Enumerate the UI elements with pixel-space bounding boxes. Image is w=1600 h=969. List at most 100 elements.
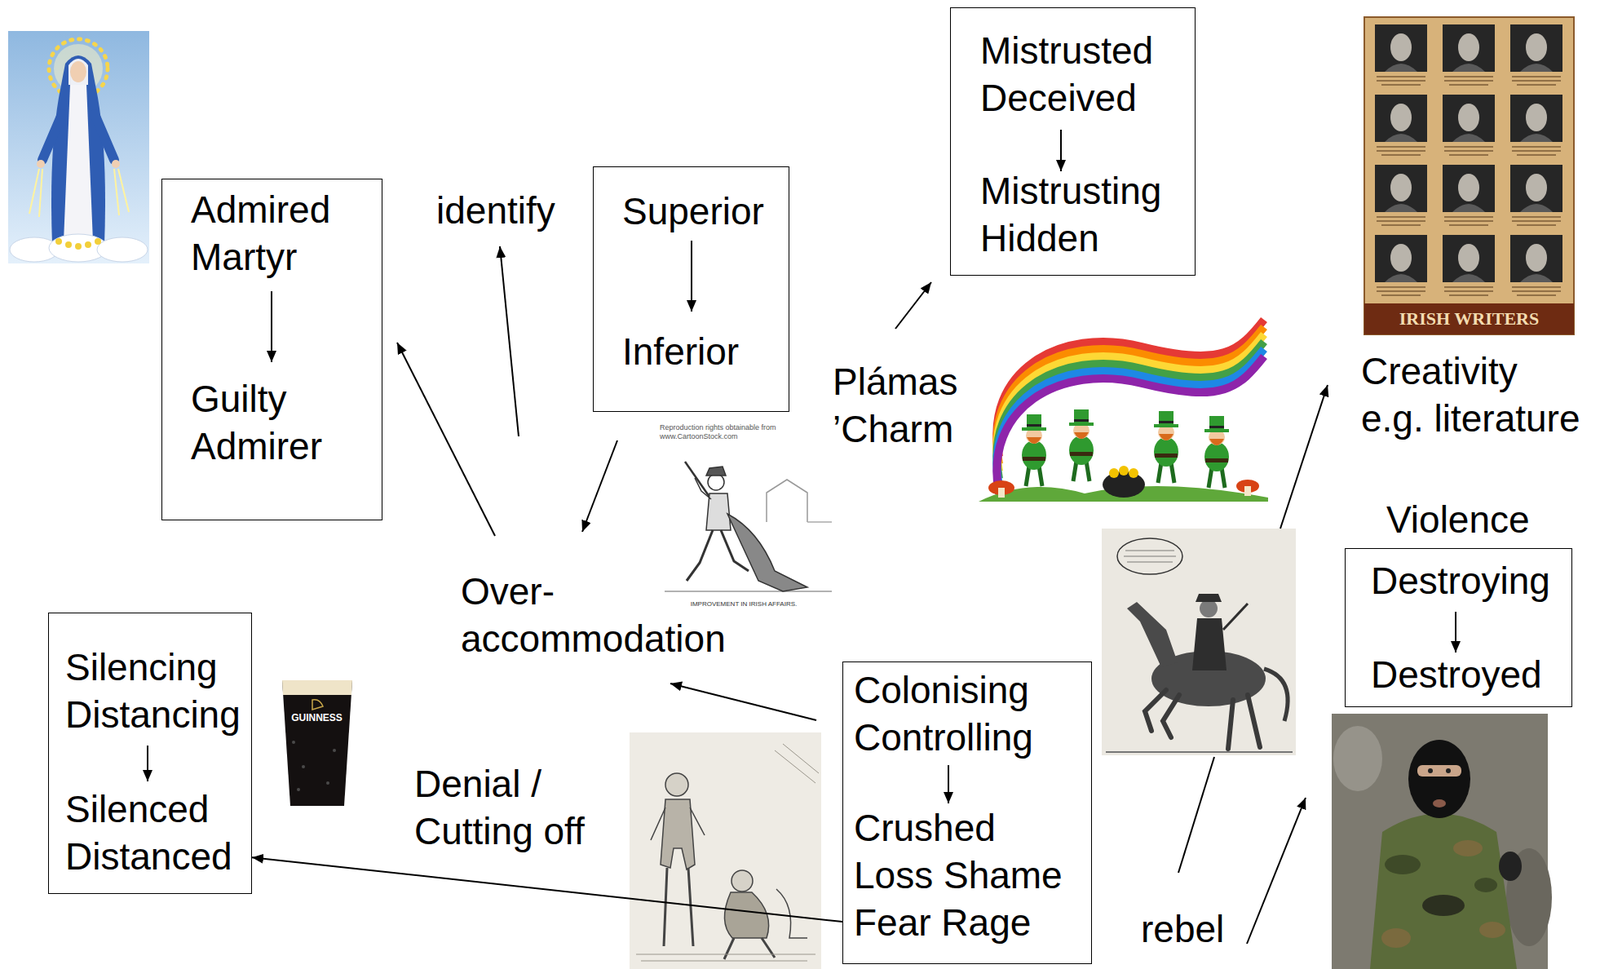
irish-writers-poster [1510,24,1563,85]
flow-arrows [582,440,618,532]
copyright-note: Reproduction rights obtainable from www.… [659,423,799,442]
cartoon-picture [720,530,749,571]
leprechaun-picture [1069,409,1094,482]
famine-sketch [731,870,753,892]
guinness-pint [282,680,353,806]
guinness-pint [326,781,330,785]
cromwell-engraving [1144,689,1260,749]
irish-writers-poster [1364,17,1574,335]
cromwell-engraving [1247,694,1260,747]
cromwell-engraving [1123,556,1176,557]
cromwell-engraving [1127,561,1173,563]
masked-gunman-photo [1422,894,1465,916]
masked-gunman-photo [1384,854,1421,875]
virgin-mary-picture [97,237,148,262]
virgin-mary-picture [55,238,62,245]
virgin-mary-picture [65,241,72,248]
cartoon-picture [685,461,712,500]
inner-box-arrows [1454,611,1457,653]
guinness-pint [332,748,336,752]
virgin-mary-picture [111,159,120,168]
famine-sketch [774,750,816,783]
flow-arrows [1178,756,1215,873]
masked-gunman-photo [1479,921,1506,938]
famine-sketch [665,773,689,796]
virgin-mary-picture [39,168,43,217]
masked-gunman-photo [1408,739,1471,818]
guinness-pint [312,699,323,710]
cromwell-engraving [1105,751,1293,753]
inner-box-arrows [146,745,149,782]
masked-gunman-photo [1417,764,1462,777]
leprechaun-picture [1244,486,1251,496]
box-text: Destroyed [1370,650,1543,699]
leprechaun-picture [998,487,1005,498]
box-text: Colonising Controlling [853,666,1034,761]
box-heading: Violence [1386,495,1530,544]
poster-title: IRISH WRITERS [1364,308,1574,330]
virgin-mary-picture [8,30,150,264]
masked-gunman-photo [1453,839,1483,857]
cromwell-engraving [1195,593,1222,602]
cromwell-engraving [1199,599,1218,618]
famine-sketch [629,732,822,969]
box-text: Mistrusted Deceived [980,26,1154,122]
concept-label: Creativity e.g. literature [1361,347,1586,442]
leprechaun-picture [1021,414,1047,487]
leprechaun-picture [996,319,1265,494]
virgin-mary-picture [75,243,82,250]
box-text: Destroying [1370,556,1551,605]
glass-logo: GUINNESS [278,711,355,724]
famine-sketch [636,954,816,955]
famine-sketch [782,743,819,774]
cartoon-picture [707,473,725,491]
cartoon-caption: IMPROVEMENT IN IRISH AFFAIRS. [670,600,818,609]
masked-gunman-photo [1427,768,1433,774]
cromwell-engraving [1101,528,1296,756]
leprechaun-picture [1153,411,1179,483]
leprechaun-picture [1109,468,1119,478]
guinness-pint [301,764,305,769]
flow-arrows [895,282,932,329]
virgin-mary-picture [114,168,120,216]
box-text: Silencing Distancing [65,643,241,739]
famine-sketch [636,743,819,961]
box-text: Crushed Loss Shame Fear Rage [853,804,1075,946]
cromwell-engraving [1125,550,1175,552]
cromwell-engraving [1264,668,1288,721]
cromwell-engraving [1223,603,1248,630]
cartoon-picture [694,477,712,500]
flow-arrows [1246,797,1306,944]
virgin-mary-picture [29,168,40,214]
flow-arrows [397,342,496,536]
concept-label: Over- accommodation [460,567,726,663]
inner-box-arrows [147,129,1456,804]
masked-gunman-photo [1445,768,1451,774]
cromwell-engraving [1192,618,1227,671]
cartoon-picture [664,590,832,593]
concept-box: Colonising ControllingCrushed Loss Shame… [842,661,1092,964]
cartoon-picture [766,479,808,522]
concept-box: SuperiorInferior [592,166,790,412]
irish-writers-poster [1442,164,1495,226]
concept-box: Mistrusted DeceivedMistrusting Hidden [950,7,1196,276]
cartoon-picture [807,521,832,523]
irish-writers-poster [1374,24,1428,85]
inner-box-arrows [947,764,950,804]
leprechaun-picture [996,356,1265,494]
cartoon-picture [727,513,808,592]
leprechaun-picture [1204,415,1229,488]
flow-arrow [251,857,843,922]
famine-sketch [776,888,808,938]
cromwell-engraving [1117,538,1183,575]
cromwell-engraving [1162,694,1180,738]
famine-sketch [724,892,769,938]
masked-gunman-photo [1432,799,1446,808]
masked-gunman-photo [1381,928,1411,948]
irish-writers-poster [1510,164,1563,226]
virgin-mary-picture [63,84,93,242]
famine-sketch [724,937,775,960]
masked-gunman-photo [1331,713,1552,969]
